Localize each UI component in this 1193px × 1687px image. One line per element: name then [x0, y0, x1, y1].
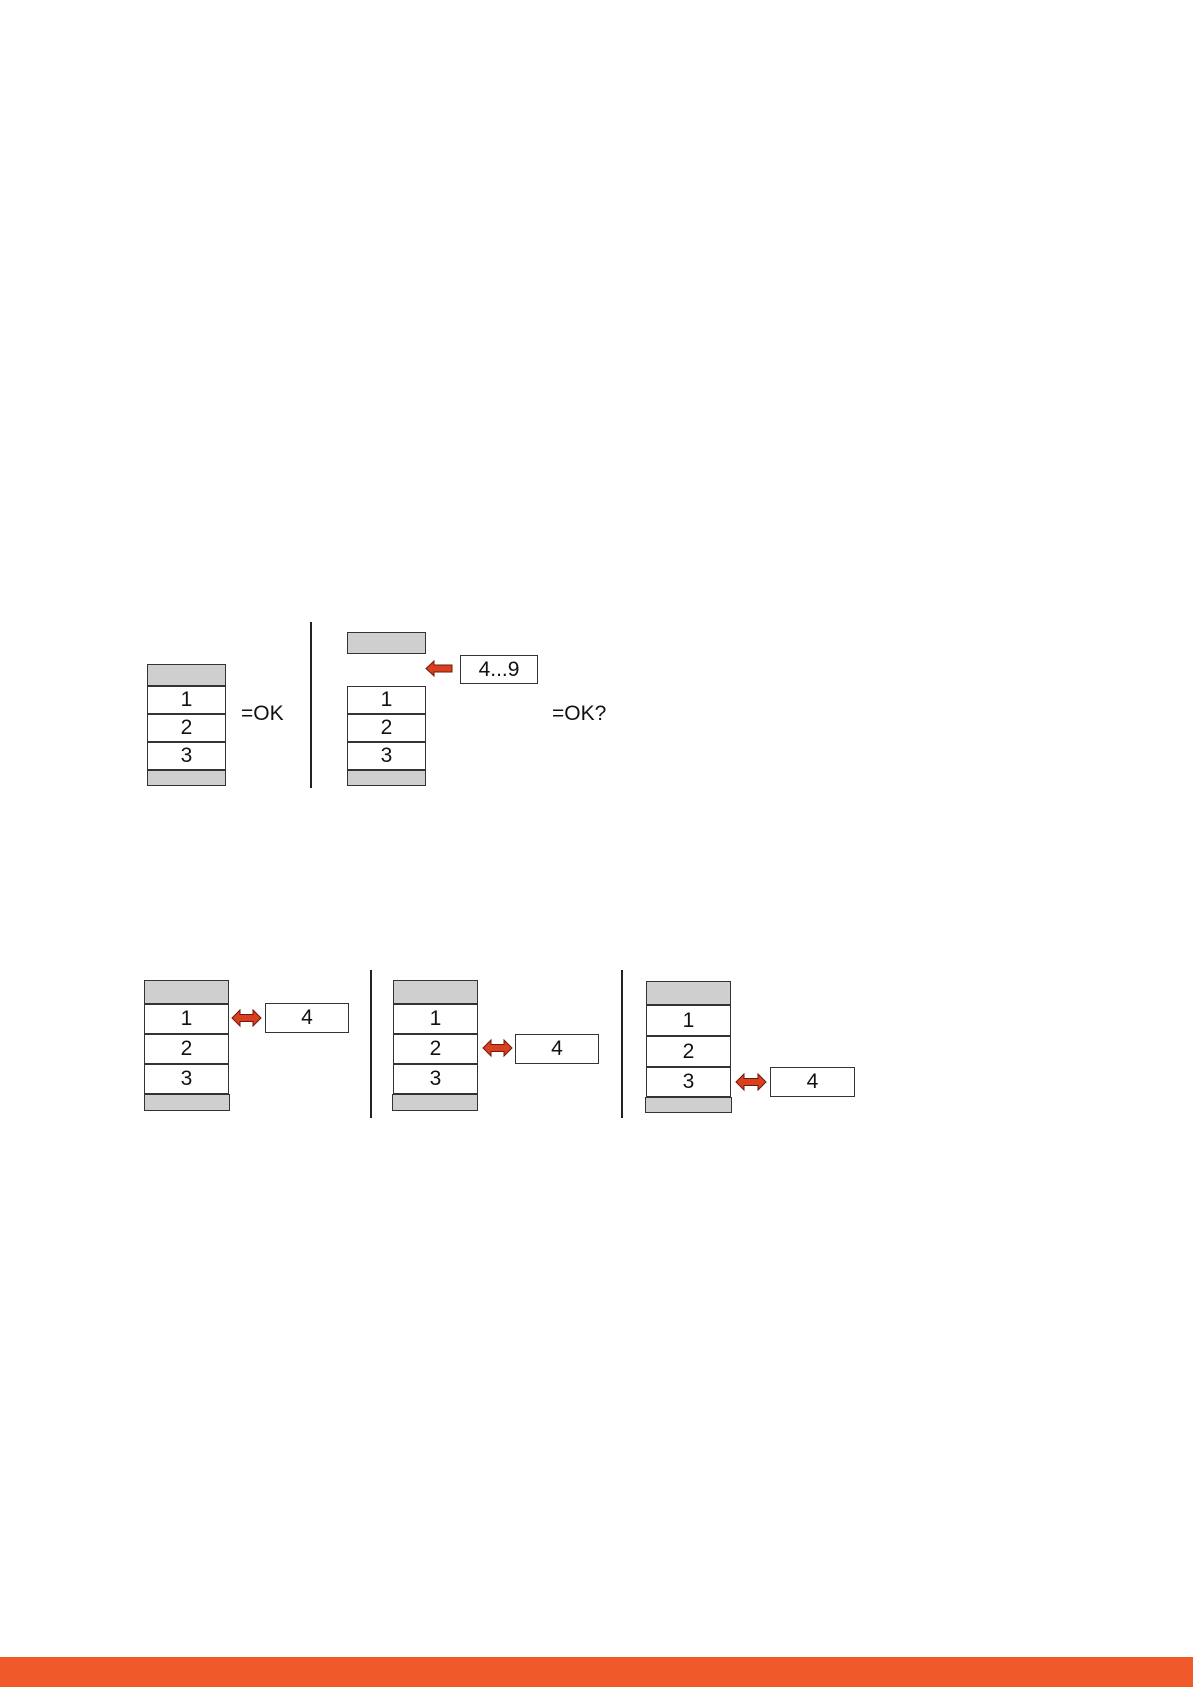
- divider-line: [621, 970, 623, 1118]
- stack-row: 2: [144, 1034, 229, 1064]
- stack-header-bar: [646, 981, 731, 1005]
- stack-row: 1: [646, 1005, 731, 1036]
- stack-row: 3: [347, 742, 426, 770]
- stack-footer-bar: [147, 770, 226, 786]
- divider-line: [310, 622, 312, 788]
- stack-row: 2: [646, 1036, 731, 1067]
- detached-header-bar: [347, 632, 426, 654]
- double-arrow-icon: [483, 1039, 512, 1057]
- stack-row: 3: [144, 1064, 229, 1094]
- divider-line: [370, 970, 372, 1118]
- stack-row: 2: [147, 714, 226, 742]
- stack-row: 2: [393, 1034, 478, 1064]
- incoming-items-box: 4...9: [460, 655, 538, 684]
- stack-row: 2: [347, 714, 426, 742]
- double-arrow-icon: [736, 1073, 766, 1091]
- insert-box: 4: [265, 1003, 349, 1033]
- stack-row: 1: [393, 1004, 478, 1034]
- stack-row: 3: [393, 1064, 478, 1094]
- stack-row: 3: [147, 742, 226, 770]
- stack-footer-bar: [392, 1094, 478, 1111]
- stack-row: 1: [347, 686, 426, 714]
- stack-header-bar: [144, 980, 229, 1004]
- stack-header-bar: [393, 980, 478, 1004]
- stack-header-bar: [147, 664, 226, 686]
- insert-box: 4: [770, 1067, 855, 1097]
- footer-bar: [0, 1657, 1193, 1687]
- stack-footer-bar: [645, 1097, 732, 1113]
- stack-row: 3: [646, 1067, 731, 1097]
- double-arrow-icon: [232, 1009, 261, 1027]
- stack-row: 1: [147, 686, 226, 714]
- stack-footer-bar: [347, 770, 426, 786]
- insert-box: 4: [515, 1034, 599, 1064]
- left-arrow-icon: [426, 660, 453, 677]
- stack-footer-bar: [144, 1094, 230, 1111]
- stack-row: 1: [144, 1004, 229, 1034]
- ok-question-label: =OK?: [552, 702, 606, 726]
- ok-label: =OK: [241, 702, 284, 726]
